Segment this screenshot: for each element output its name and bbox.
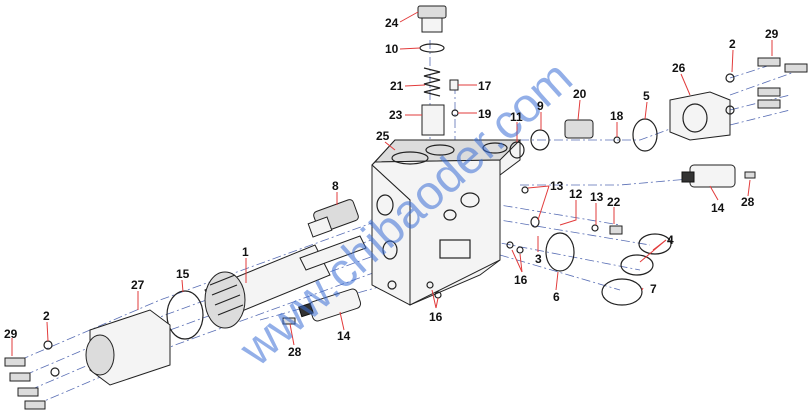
callout-11: 11 (510, 110, 523, 124)
callout-23: 23 (389, 108, 403, 122)
lower-right-rings (426, 186, 672, 306)
callout-26: 26 (672, 61, 686, 75)
callout-5: 5 (643, 89, 650, 103)
callout-16-right: 16 (514, 273, 528, 287)
callout-15: 15 (176, 267, 190, 281)
left-spool-parts (4, 199, 367, 410)
watermark-text: www.chibaoder.com (229, 51, 582, 377)
callout-10: 10 (385, 42, 399, 56)
callout-1: 1 (242, 245, 249, 259)
callout-17: 17 (478, 79, 492, 93)
right-side-parts (509, 57, 808, 188)
callout-22: 22 (607, 195, 621, 209)
callout-7: 7 (650, 282, 657, 296)
callout-13-lower: 13 (590, 190, 604, 204)
callout-21: 21 (390, 79, 404, 93)
callout-12: 12 (569, 187, 583, 201)
callout-2-left: 2 (43, 309, 50, 323)
callout-16-left: 16 (429, 310, 443, 324)
callout-29-left: 29 (4, 327, 18, 341)
callout-4: 4 (667, 233, 674, 247)
callout-28-left: 28 (288, 345, 302, 359)
callout-24: 24 (385, 16, 399, 30)
callout-6: 6 (553, 290, 560, 304)
callout-29-right: 29 (765, 27, 779, 41)
callout-25: 25 (376, 129, 390, 143)
leader-lines (11, 11, 773, 356)
callout-labels: 24 10 21 17 23 19 25 11 9 20 18 5 26 2 2… (4, 16, 779, 359)
callout-13-upper: 13 (550, 179, 564, 193)
callout-20: 20 (573, 87, 587, 101)
callout-28-right: 28 (741, 195, 755, 209)
callout-3: 3 (535, 252, 542, 266)
callout-19: 19 (478, 107, 492, 121)
valve-body (371, 139, 522, 306)
callout-9: 9 (537, 99, 544, 113)
callout-14-right: 14 (711, 201, 725, 215)
callout-18: 18 (610, 109, 624, 123)
top-cartridge (417, 5, 459, 136)
callout-8: 8 (332, 179, 339, 193)
callout-2-right: 2 (729, 37, 736, 51)
callout-14-left: 14 (337, 329, 351, 343)
callout-27: 27 (131, 278, 145, 292)
